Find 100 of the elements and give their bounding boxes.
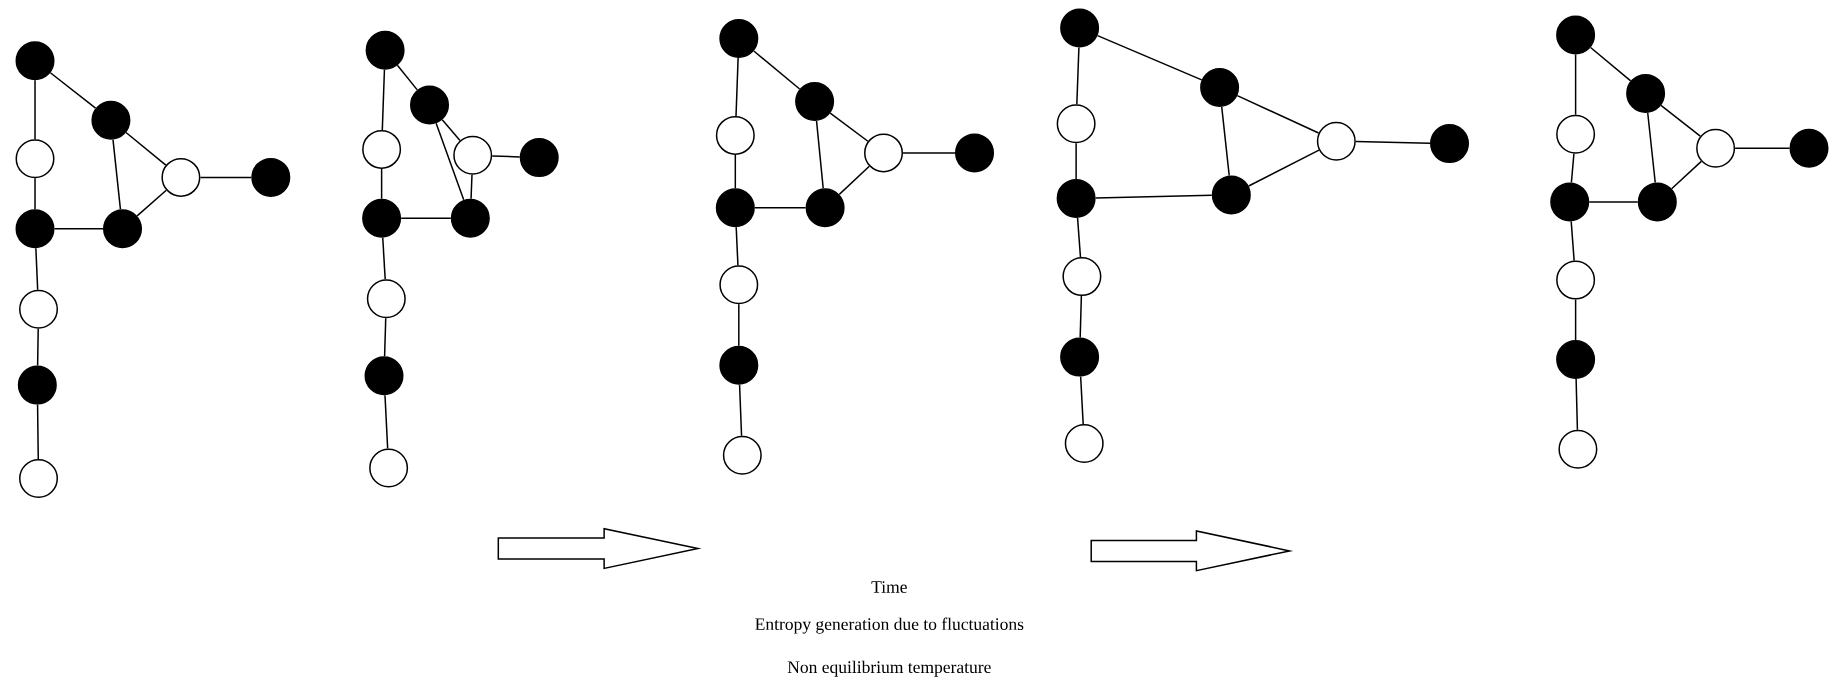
edge-line [36, 328, 39, 367]
edge-line [1660, 104, 1701, 137]
circle-node [1556, 260, 1596, 300]
circle-node [362, 198, 402, 238]
edge-line [112, 138, 122, 211]
circle-node [17, 365, 57, 405]
circle-node [1056, 104, 1096, 144]
edge-line [838, 165, 871, 196]
edge-line [136, 189, 168, 217]
edge-line [435, 122, 465, 201]
edge-line [1574, 298, 1577, 341]
edge-line [34, 177, 36, 211]
circle-node [161, 157, 201, 197]
circle-node [1200, 68, 1240, 107]
edge-line [754, 206, 807, 209]
edge-line [382, 236, 386, 281]
circle-node [719, 265, 759, 305]
circle-node [15, 41, 55, 81]
edge-line [1570, 220, 1575, 262]
circle-node [1062, 257, 1102, 297]
circle-node [103, 209, 142, 249]
edge-line [53, 228, 104, 230]
circle-node [1056, 178, 1096, 218]
edge-line [1236, 94, 1320, 134]
circle-node [719, 345, 759, 385]
circle-node [1430, 124, 1469, 164]
edge-line [470, 173, 473, 200]
circle-node [795, 82, 835, 121]
edge-line [815, 120, 824, 190]
edge-line [381, 68, 386, 131]
edge-line [1589, 46, 1632, 82]
edge-line [49, 71, 97, 109]
circle-node [1316, 121, 1356, 161]
edge-line [1570, 152, 1575, 184]
edge-line [1079, 295, 1083, 339]
edge-line [400, 217, 452, 219]
circle-node [15, 209, 55, 249]
circle-node [722, 435, 762, 475]
circle-node [1789, 128, 1829, 168]
circle-node [1556, 15, 1596, 55]
circle-node [365, 30, 405, 70]
edge-line [1574, 53, 1577, 116]
circle-node [1626, 73, 1666, 113]
edge-line [1247, 149, 1320, 187]
circle-node [366, 279, 406, 319]
circle-node [15, 139, 55, 179]
circle-node [91, 100, 131, 140]
circle-node [369, 448, 409, 488]
circle-node [453, 135, 493, 175]
edge-line [734, 154, 737, 189]
edge-line [1094, 194, 1213, 199]
circle-node [1637, 182, 1677, 222]
circle-node [1060, 8, 1100, 48]
edge-line [396, 64, 418, 91]
circle-node [715, 115, 755, 155]
circle-node [1060, 337, 1100, 377]
edge-line [380, 168, 383, 200]
circle-node [1696, 128, 1736, 168]
edge-line [384, 394, 389, 450]
edge-line [1734, 147, 1791, 149]
circle-node [1556, 340, 1596, 379]
circle-node [1064, 424, 1104, 463]
edge-line [1588, 201, 1639, 203]
edge-line [753, 50, 801, 90]
circle-node [410, 85, 449, 125]
edge-line [735, 57, 739, 117]
edge-line [1355, 140, 1431, 144]
circle-node [864, 133, 903, 173]
edge-line [35, 247, 39, 291]
caption-text: Entropy generation due to fluctuations [755, 617, 1024, 634]
edge-line [441, 119, 461, 142]
edge-line [199, 176, 253, 179]
edge-line [1076, 217, 1082, 258]
circle-node [1556, 114, 1596, 154]
edge-line [738, 303, 740, 347]
edge-line [34, 79, 36, 140]
circle-node [805, 188, 845, 228]
edge-line [125, 131, 167, 166]
circle-node [719, 19, 759, 58]
circle-node [19, 289, 58, 329]
edge-line [902, 152, 956, 154]
edge-line [1096, 34, 1203, 81]
edge-line [1076, 46, 1080, 105]
edge-line [1670, 160, 1703, 190]
edge-line [1075, 142, 1077, 180]
caption-text: Non equilibrium temperature [787, 660, 991, 677]
circle-node [1558, 429, 1598, 469]
circle-node [519, 138, 559, 178]
caption-text: Time [871, 581, 907, 593]
edge-line [1221, 106, 1230, 177]
edge-line [1646, 112, 1656, 184]
edge-line [1079, 375, 1084, 425]
circle-node [362, 129, 402, 169]
edge-line [36, 403, 39, 460]
circle-node [19, 459, 58, 498]
edge-line [829, 112, 869, 142]
circle-node [251, 157, 291, 197]
edge-line [735, 226, 739, 267]
circle-node [1211, 175, 1251, 215]
edge-line [738, 384, 743, 437]
